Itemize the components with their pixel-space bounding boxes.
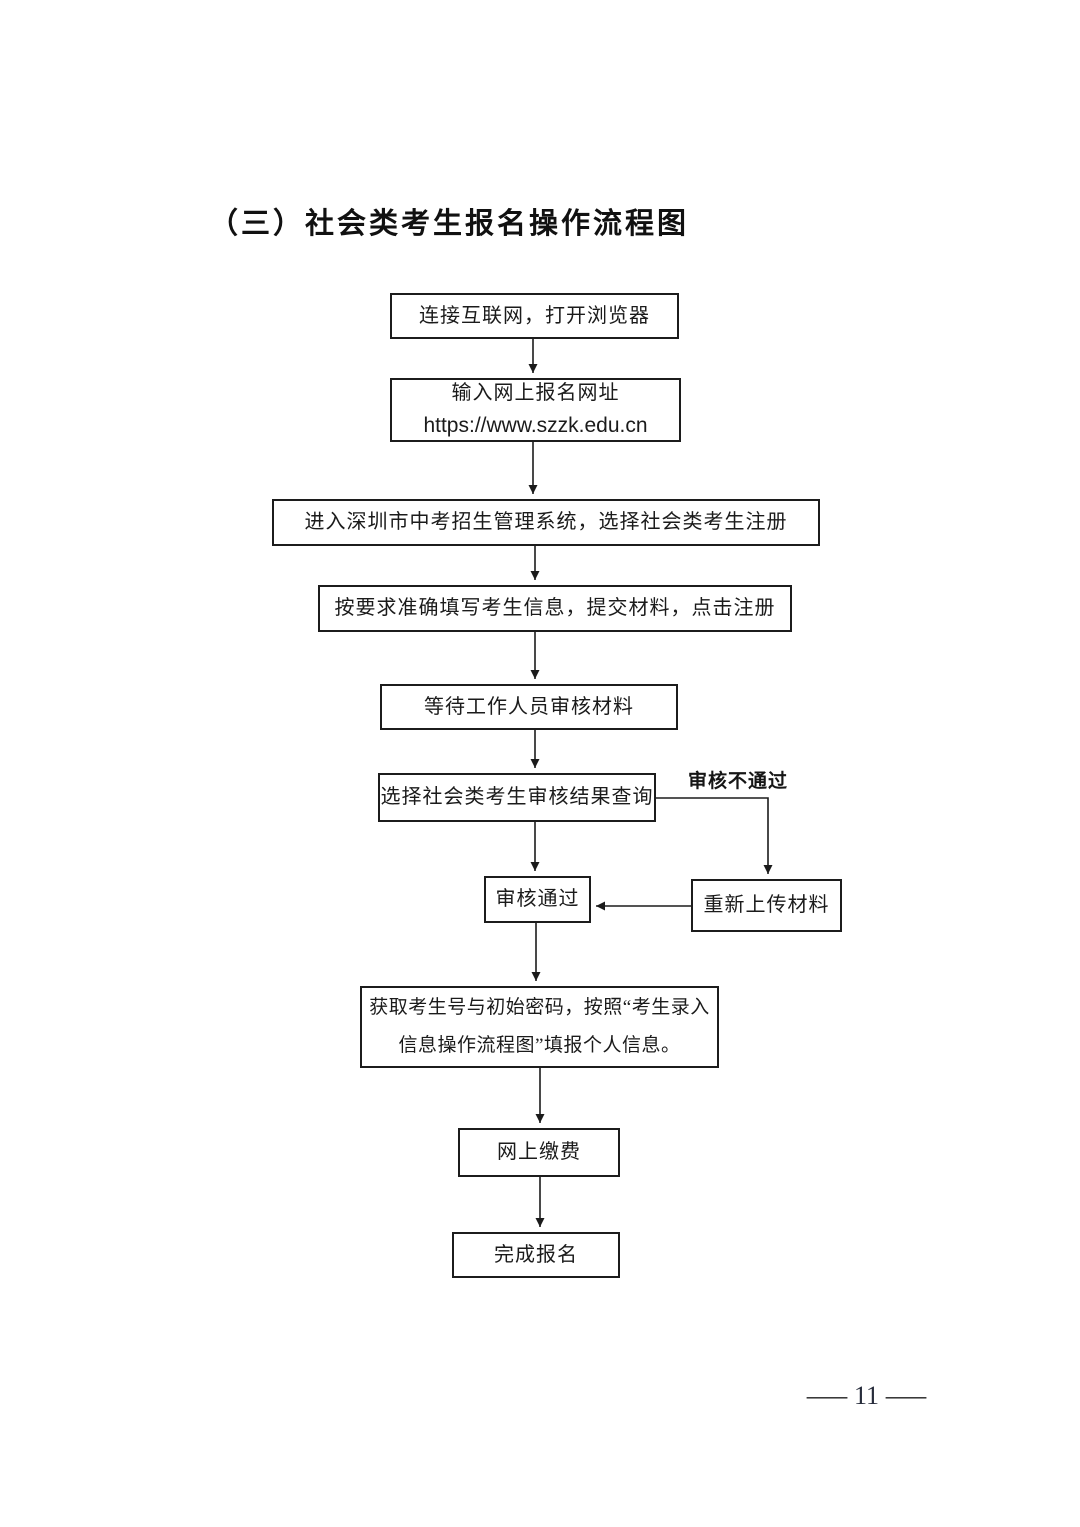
flow-node-get-credentials-line2: 信息操作流程图”填报个人信息。 <box>398 1035 681 1056</box>
arrow-not-approved-branch <box>656 797 773 874</box>
flow-node-approved: 审核通过 <box>484 876 591 923</box>
page-number-dash-left: — <box>806 1381 848 1410</box>
flow-node-reupload: 重新上传材料 <box>691 879 842 932</box>
flow-node-finish: 完成报名 <box>452 1232 620 1278</box>
flow-node-get-credentials: 获取考生号与初始密码，按照“考生录入 信息操作流程图”填报个人信息。 <box>360 986 719 1068</box>
flow-node-enter-url-line1: 输入网上报名网址 <box>451 381 620 404</box>
page-number-dash-right: — <box>885 1381 927 1410</box>
flow-node-enter-url: 输入网上报名网址 https://www.szzk.edu.cn <box>390 378 681 442</box>
page-number-value: 11 <box>854 1381 880 1410</box>
flow-node-pay-online: 网上缴费 <box>458 1128 620 1177</box>
flow-node-enter-url-address: https://www.szzk.edu.cn <box>423 413 648 437</box>
flow-node-connect-internet: 连接互联网，打开浏览器 <box>390 293 679 339</box>
flow-node-fill-info: 按要求准确填写考生信息，提交材料，点击注册 <box>318 585 792 632</box>
edge-label-not-approved: 审核不通过 <box>688 771 789 792</box>
section-title: （三）社会类考生报名操作流程图 <box>209 208 690 240</box>
flow-node-query-result: 选择社会类考生审核结果查询 <box>378 773 656 822</box>
flow-node-wait-review: 等待工作人员审核材料 <box>380 684 678 730</box>
flow-node-enter-system: 进入深圳市中考招生管理系统，选择社会类考生注册 <box>272 499 820 546</box>
flow-node-get-credentials-line1: 获取考生号与初始密码，按照“考生录入 <box>369 997 710 1019</box>
page-number: — 11 — <box>807 1381 926 1411</box>
